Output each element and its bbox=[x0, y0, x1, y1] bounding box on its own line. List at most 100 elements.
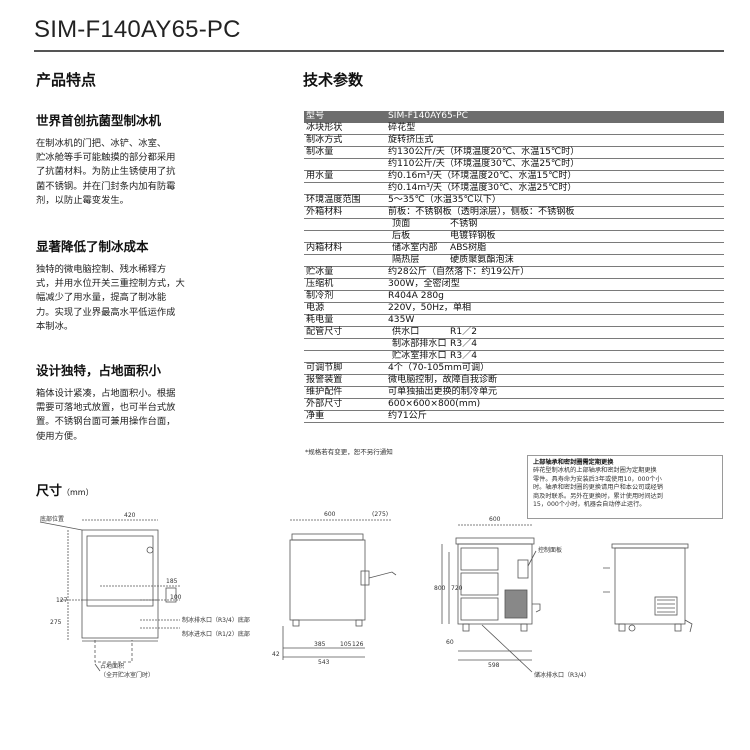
spec-value: 约0.14m³/天（环境温度30℃、水温25℃时） bbox=[386, 182, 724, 195]
spec-label: 耗电量 bbox=[304, 314, 386, 327]
spec-row: 后板电镀锌钢板 bbox=[304, 230, 724, 243]
spec-label bbox=[304, 338, 386, 351]
label-275: 275 bbox=[50, 619, 62, 626]
label-water-in: 制冰进水口（R1/2）底部 bbox=[182, 630, 250, 638]
spec-label: 压缩机 bbox=[304, 278, 386, 291]
notice-line: 碎花型制冰机的上部轴承和密封圈为定期更换 bbox=[533, 467, 657, 475]
label-600a: 600 bbox=[324, 511, 336, 518]
label-store-drain: 储冰排水口（R3/4） bbox=[534, 671, 590, 679]
spec-sublabel: 储冰室内部 bbox=[386, 242, 448, 255]
spec-value: 600×600×800(mm) bbox=[386, 398, 724, 411]
label-105: 105 bbox=[340, 641, 352, 648]
spec-label: 冰块形状 bbox=[304, 122, 386, 135]
spec-label: 内箱材料 bbox=[304, 242, 386, 255]
notice-line: 时。轴承和密封圈的更换请用户和本公司或经销 bbox=[533, 484, 663, 492]
label-543: 543 bbox=[318, 659, 330, 666]
feature-heading: 显著降低了制冰成本 bbox=[36, 239, 149, 254]
spec-label: 净重 bbox=[304, 410, 386, 423]
spec-value: SIM-F140AY65-PC bbox=[386, 111, 724, 123]
spec-label bbox=[304, 230, 386, 243]
spec-row: 约110公斤/天（环境温度30℃、水温25℃时） bbox=[304, 158, 724, 171]
spec-label bbox=[304, 350, 386, 363]
label-floor-area: 占地面积 bbox=[100, 662, 124, 670]
label-598: 598 bbox=[488, 662, 500, 669]
feature-body: 在制冰机的门把、冰铲、冰室、 贮冰舱等手可能触摸的部分都采用 了抗菌材料。为防止… bbox=[36, 138, 176, 206]
side-view-drawing bbox=[282, 519, 397, 660]
spec-label: 环境温度范围 bbox=[304, 194, 386, 207]
spec-label: 可调节脚 bbox=[304, 362, 386, 375]
feature-antibacterial: 世界首创抗菌型制冰机 在制冰机的门把、冰铲、冰室、 贮冰舱等手可能触摸的部分都采… bbox=[36, 110, 244, 208]
label-42: 42 bbox=[272, 651, 280, 658]
label-385: 385 bbox=[314, 641, 326, 648]
spec-value: ABS树脂 bbox=[448, 242, 724, 255]
feature-low-cost: 显著降低了制冰成本 独特的微电脑控制、残水稀释方 式，并用水位开关三重控制方式，… bbox=[36, 236, 244, 334]
spec-row: 制冰量约130公斤/天（环境温度20℃、水温15℃时） bbox=[304, 146, 724, 159]
spec-label: 外箱材料 bbox=[304, 206, 386, 219]
spec-value: R3／4 bbox=[448, 338, 724, 351]
spec-value: 前板：不锈钢板（透明涂层），侧板：不锈钢板 bbox=[386, 206, 724, 219]
notice-line: 商及时联系。另外在更换时，累计使用时间达到 bbox=[533, 492, 663, 500]
front-view-drawing bbox=[441, 524, 541, 673]
notice-line: 15，000个小时，机器会自动停止运行。 bbox=[533, 501, 646, 509]
spec-value: 碎花型 bbox=[386, 122, 724, 135]
label-foot-pos: 底部位置 bbox=[40, 515, 64, 523]
title-divider bbox=[34, 50, 724, 52]
label-floor-area-note: （全开贮冰室门时） bbox=[100, 671, 154, 679]
spec-label bbox=[304, 158, 386, 171]
notice-title: 上部轴承和密封圈需定期更换 bbox=[533, 459, 614, 466]
spec-label bbox=[304, 218, 386, 231]
label-100: 100 bbox=[170, 594, 182, 601]
label-drain-ice: 制冰排水口（R3/4）底部 bbox=[182, 616, 250, 624]
spec-row: 顶面不锈钢 bbox=[304, 218, 724, 231]
label-126: 126 bbox=[352, 641, 364, 648]
label-420: 420 bbox=[124, 512, 136, 519]
spec-value: 约0.16m³/天（环境温度20℃、水温15℃时） bbox=[386, 170, 724, 183]
spec-label: 制冰量 bbox=[304, 146, 386, 159]
spec-row: 制冰方式旋转挤压式 bbox=[304, 134, 724, 147]
spec-label: 维护配件 bbox=[304, 386, 386, 399]
spec-label: 型号 bbox=[304, 111, 386, 123]
spec-label: 用水量 bbox=[304, 170, 386, 183]
label-127: 127 bbox=[56, 597, 68, 604]
spec-sublabel: 制冰部排水口 bbox=[386, 338, 448, 351]
spec-value: 电镀锌钢板 bbox=[448, 230, 724, 243]
label-275b: (275) bbox=[372, 511, 388, 518]
spec-value: 旋转挤压式 bbox=[386, 134, 724, 147]
specs-heading: 技术参数 bbox=[303, 71, 364, 89]
spec-value: 5～35℃（水温35℃以下） bbox=[386, 194, 724, 207]
spec-value: 可单独抽出更换的制冷单元 bbox=[386, 386, 724, 399]
spec-value: 约28公斤（自然落下：约19公斤） bbox=[386, 266, 724, 279]
spec-sublabel: 后板 bbox=[386, 230, 448, 243]
feature-heading: 世界首创抗菌型制冰机 bbox=[36, 113, 162, 128]
spec-value: 约130公斤/天（环境温度20℃、水温15℃时） bbox=[386, 146, 724, 159]
spec-label bbox=[304, 254, 386, 267]
spec-value: 220V，50Hz，单相 bbox=[386, 302, 724, 315]
spec-sublabel: 隔热层 bbox=[386, 254, 448, 267]
spec-label: 制冷剂 bbox=[304, 290, 386, 303]
feature-body: 独特的微电脑控制、残水稀释方 式，并用水位开关三重控制方式，大 幅减少了用水量，… bbox=[36, 264, 185, 332]
rear-view-drawing bbox=[603, 543, 693, 633]
spec-value: 微电脑控制，故障自我诊断 bbox=[386, 374, 724, 387]
feature-heading: 设计独特，占地面积小 bbox=[36, 363, 162, 378]
label-600b: 600 bbox=[489, 516, 501, 523]
spec-sublabel: 供水口 bbox=[386, 326, 448, 339]
label-60: 60 bbox=[446, 639, 454, 646]
feature-body: 箱体设计紧凑，占地面积小。根据 需要可落地式放置，也可半台式放 置。不锈钢台面可… bbox=[36, 388, 176, 442]
spec-note: *规格若有变更，恕不另行通知 bbox=[305, 448, 393, 456]
spec-value: 4个（70-105mm可调） bbox=[386, 362, 724, 375]
spec-sublabel: 顶面 bbox=[386, 218, 448, 231]
spec-row: 用水量约0.16m³/天（环境温度20℃、水温15℃时） bbox=[304, 170, 724, 183]
spec-label: 配管尺寸 bbox=[304, 326, 386, 339]
spec-row: 报警装置微电脑控制，故障自我诊断 bbox=[304, 374, 724, 387]
label-control-panel: 控制面板 bbox=[538, 546, 562, 554]
